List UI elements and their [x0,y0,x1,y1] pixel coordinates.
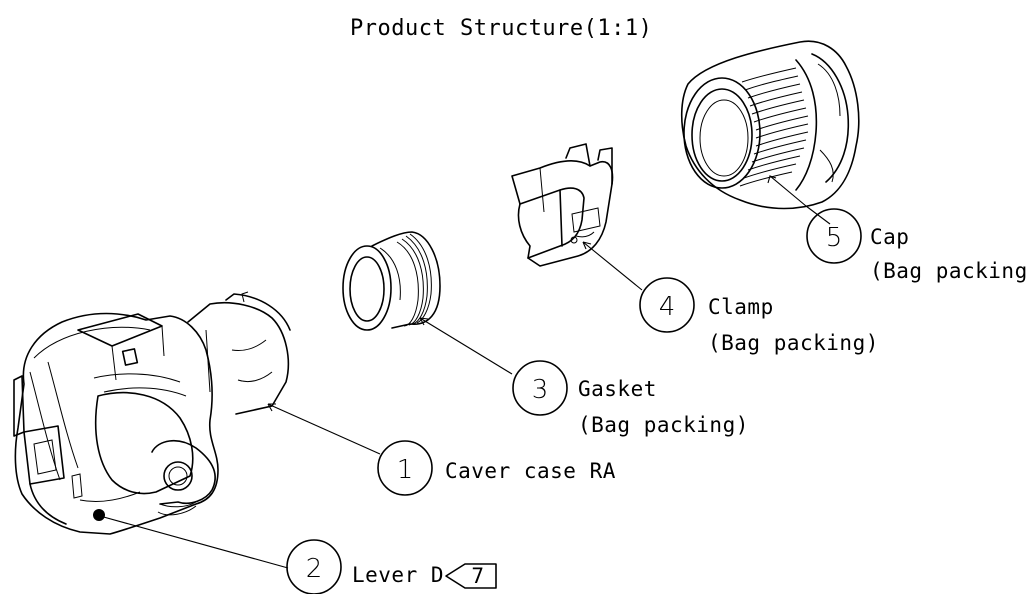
callout-1-number: 1 [397,455,414,485]
callout-2-label: Lever D [352,563,444,587]
callout-1-label: Caver case RA [445,459,616,483]
callout-5-note: (Bag packing) [870,259,1027,283]
part-caver-case-drawing [13,291,291,535]
callout-3-note: (Bag packing) [578,413,749,437]
callout-3-label: Gasket [578,377,657,401]
callout-4-label: Clamp [708,295,774,319]
callout-3-circle [512,360,568,416]
callout-4-circle [639,277,695,333]
callout-3: 3 Gasket (Bag packing) [512,360,749,437]
callout-5-label: Cap [870,225,909,249]
callout-1-circle [377,440,433,496]
callout-5-circle [806,208,862,264]
callout-3-number: 3 [532,375,549,405]
callout-4: 4 Clamp (Bag packing) [639,277,879,355]
revision-flag-shape [445,563,497,589]
lever-marker-dot [93,509,105,521]
callout-1: 1 Caver case RA [377,440,616,496]
callout-2-flag: 7 [471,564,484,588]
callout-2-number: 2 [306,554,323,584]
callout-4-note: (Bag packing) [708,331,879,355]
callout-2-circle [286,539,342,594]
callout-5: 5 Cap (Bag packing) [806,208,1027,283]
diagram-title: Product Structure(1:1) [350,16,652,41]
part-cap-drawing [680,40,860,210]
leader-lines [99,175,831,569]
callout-4-number: 4 [659,292,676,322]
callout-2: 2 Lever D 7 [286,539,497,594]
part-gasket-drawing [342,231,441,331]
part-clamp-drawing [511,143,614,267]
callout-5-number: 5 [826,223,843,253]
